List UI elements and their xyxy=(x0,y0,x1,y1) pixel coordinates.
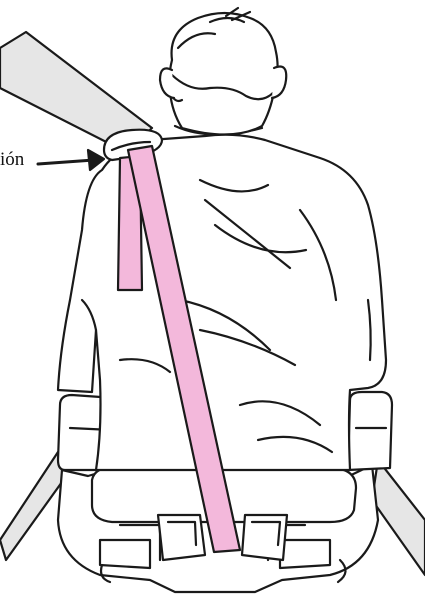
arrow-right-icon xyxy=(38,150,104,170)
right-ear xyxy=(272,67,286,99)
callout-label: ión xyxy=(0,150,24,169)
right-lap-belt xyxy=(372,460,425,575)
right-armrest xyxy=(348,392,392,470)
shirt xyxy=(58,135,386,470)
left-ear xyxy=(160,68,174,98)
head xyxy=(169,13,277,135)
